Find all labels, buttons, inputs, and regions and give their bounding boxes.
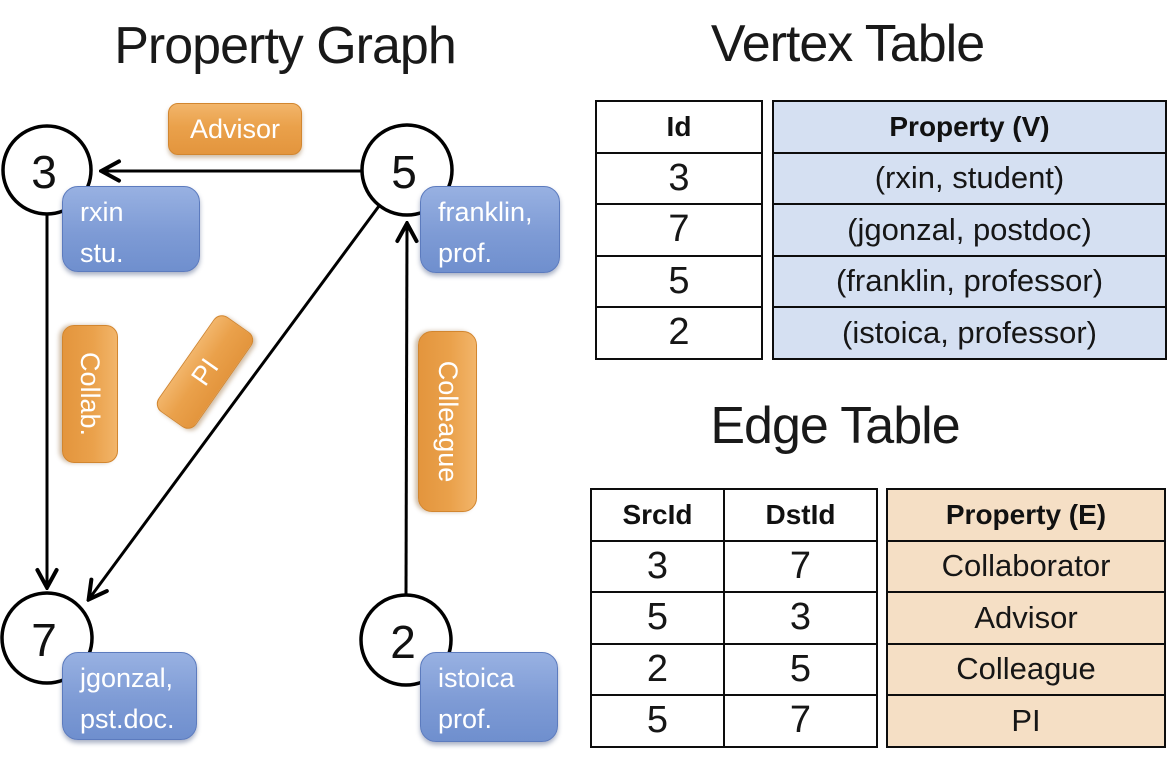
vertex-property-cell: (istoica, professor) (772, 306, 1167, 360)
vertex-property-header: Property (V) (772, 100, 1167, 154)
table-row: (franklin, professor) (772, 254, 1167, 308)
edge-label-advisor: Advisor (168, 103, 302, 155)
vertex-id-cell: 5 (595, 254, 763, 308)
node-7-label: 7 (31, 614, 57, 666)
edge-property-cell: PI (886, 694, 1166, 748)
edge-label-colleague: Colleague (418, 331, 477, 512)
table-row: (rxin, student) (772, 151, 1167, 205)
node-5-label: 5 (391, 146, 417, 198)
edge-dstid-cell: 3 (723, 591, 878, 645)
edge-srcid-cell: 5 (590, 591, 725, 645)
vertex-property-cell: (rxin, student) (772, 151, 1167, 205)
vertex-box-franklin: franklin, prof. (420, 186, 560, 273)
edge-label-collab: Collab. (62, 325, 118, 463)
table-row: 7 (595, 203, 763, 257)
vertex-box-rxin: rxin stu. (62, 186, 200, 272)
edge-table-title: Edge Table (710, 397, 960, 455)
table-row: 3 (595, 151, 763, 205)
edge-srcid-header: SrcId (590, 488, 725, 542)
table-row: 5 7 (590, 694, 878, 748)
vertex-box-line: rxin (80, 197, 124, 227)
vertex-table-title: Vertex Table (710, 15, 985, 73)
table-row: Collaborator (886, 539, 1166, 593)
node-3-label: 3 (31, 146, 57, 198)
table-row: PI (886, 694, 1166, 748)
table-row: 5 (595, 254, 763, 308)
edge-dstid-cell: 7 (723, 694, 878, 748)
vertex-table-property-column: Property (V) (rxin, student) (jgonzal, p… (772, 100, 1167, 360)
table-row: 2 5 (590, 642, 878, 696)
edge-table-property-column: Property (E) Collaborator Advisor Collea… (886, 488, 1166, 748)
table-row: Advisor (886, 591, 1166, 645)
vertex-table-id-column: Id 3 7 5 2 (595, 100, 763, 360)
vertex-box-istoica: istoica prof. (420, 652, 558, 742)
table-row: Colleague (886, 642, 1166, 696)
edge-srcid-cell: 5 (590, 694, 725, 748)
table-row: 3 7 (590, 539, 878, 593)
edge-dstid-header: DstId (723, 488, 878, 542)
edge-table-id-columns: SrcId DstId 3 7 5 3 2 5 5 7 (590, 488, 878, 748)
edge-property-cell: Colleague (886, 642, 1166, 696)
vertex-property-cell: (jgonzal, postdoc) (772, 203, 1167, 257)
edge-dstid-cell: 7 (723, 539, 878, 593)
vertex-box-line: franklin, (438, 197, 533, 227)
edge-srcid-cell: 3 (590, 539, 725, 593)
table-row: (istoica, professor) (772, 306, 1167, 360)
vertex-box-line: istoica (438, 663, 515, 693)
vertex-property-cell: (franklin, professor) (772, 254, 1167, 308)
edge-property-header: Property (E) (886, 488, 1166, 542)
node-2-label: 2 (390, 616, 416, 668)
vertex-box-line: pst.doc. (80, 703, 175, 734)
table-row: (jgonzal, postdoc) (772, 203, 1167, 257)
property-graph-title: Property Graph (114, 17, 457, 75)
vertex-id-header: Id (595, 100, 763, 154)
edge-colleague-arrow-2-to-5 (406, 224, 407, 595)
table-row: 2 (595, 306, 763, 360)
edge-property-cell: Advisor (886, 591, 1166, 645)
vertex-id-cell: 3 (595, 151, 763, 205)
vertex-box-jgonzal: jgonzal, pst.doc. (62, 652, 197, 740)
vertex-box-line: jgonzal, (80, 663, 174, 693)
edge-property-cell: Collaborator (886, 539, 1166, 593)
edge-pi-arrow-5-to-7 (89, 205, 381, 599)
vertex-id-cell: 7 (595, 203, 763, 257)
vertex-box-line: prof. (438, 237, 493, 268)
edge-srcid-cell: 2 (590, 642, 725, 696)
vertex-box-line: prof. (438, 703, 493, 734)
vertex-box-line: stu. (80, 237, 124, 268)
vertex-id-cell: 2 (595, 306, 763, 360)
table-row: 5 3 (590, 591, 878, 645)
edge-dstid-cell: 5 (723, 642, 878, 696)
